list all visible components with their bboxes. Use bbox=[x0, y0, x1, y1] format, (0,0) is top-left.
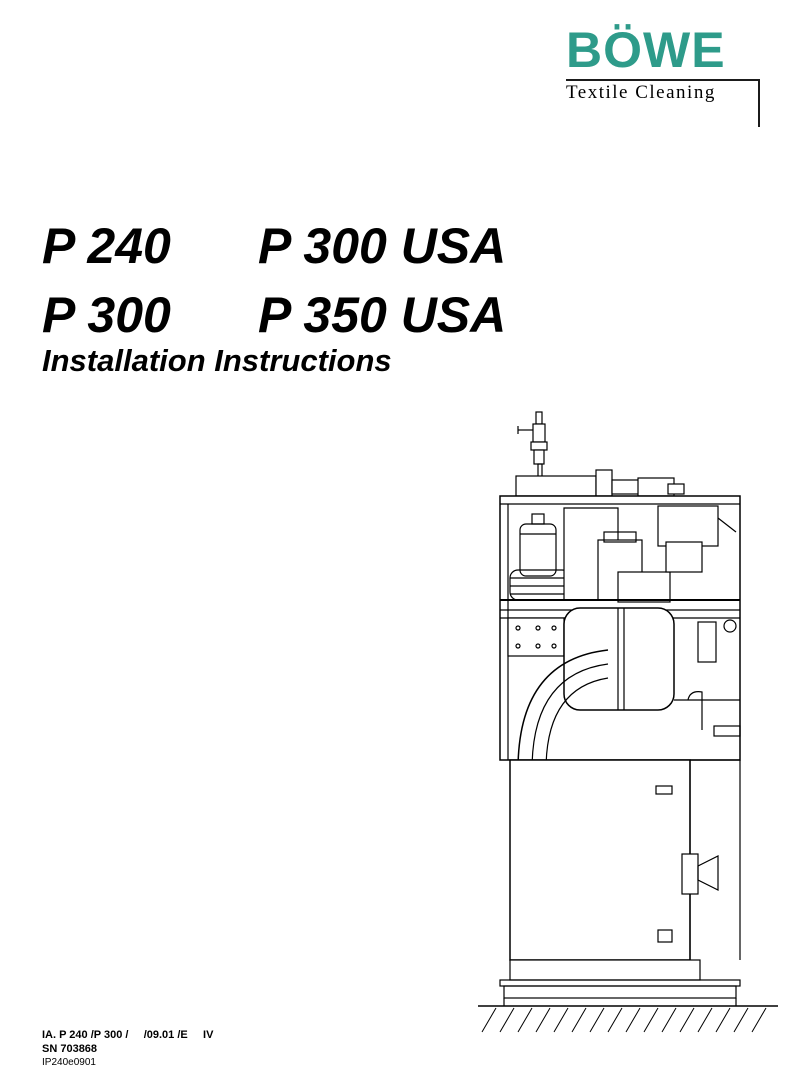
logo-rule-horizontal bbox=[566, 79, 760, 81]
title-row-1: P 240 P 300 USA bbox=[42, 218, 506, 274]
title-row-2: P 300 P 350 USA bbox=[42, 287, 506, 343]
machine-side-view-drawing bbox=[478, 411, 778, 1033]
logo-wordmark: BÖWE bbox=[566, 22, 726, 78]
model-p300: P 300 bbox=[42, 287, 171, 343]
logo-tagline: Textile Cleaning bbox=[566, 82, 716, 103]
boewe-logo: BÖWE Textile Cleaning bbox=[566, 22, 762, 127]
document-code: IP240e0901 bbox=[42, 1057, 96, 1068]
logo-rule-vertical bbox=[758, 79, 760, 127]
document-subtitle: Installation Instructions bbox=[42, 343, 392, 378]
model-p240: P 240 bbox=[42, 218, 171, 274]
model-p350-usa: P 350 USA bbox=[258, 287, 507, 343]
serial-number: SN 703868 bbox=[42, 1043, 98, 1055]
document-footer: IA. P 240 /P 300 / /09.01 /E IV SN 70386… bbox=[42, 1028, 213, 1069]
document-reference: IA. P 240 /P 300 / /09.01 /E IV bbox=[42, 1029, 214, 1041]
model-p300-usa: P 300 USA bbox=[258, 218, 507, 274]
